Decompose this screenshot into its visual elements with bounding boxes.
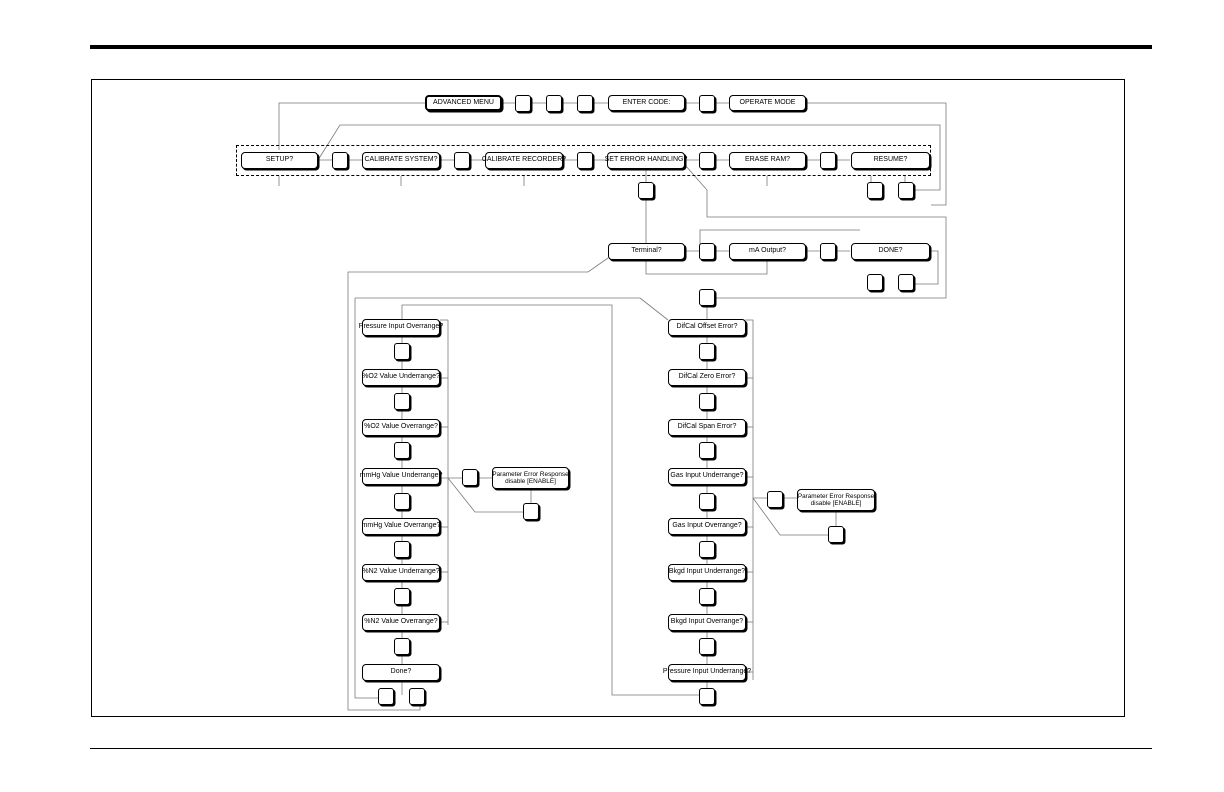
key-button[interactable] [699, 541, 715, 558]
ma-output-box: mA Output? [729, 243, 806, 260]
key-button[interactable] [699, 493, 715, 510]
left-item: mmHg Value Underrange? [360, 468, 442, 485]
right-item: Gas Input Underrange? [668, 468, 746, 485]
key-button[interactable] [394, 442, 410, 459]
calibrate-recorder-box: CALIBRATE RECORDER? [482, 152, 566, 169]
key-button[interactable] [820, 243, 836, 260]
key-button[interactable] [699, 442, 715, 459]
key-button[interactable] [462, 469, 478, 486]
key-button[interactable] [699, 289, 715, 306]
key-button[interactable] [867, 182, 883, 199]
terminal-box: Terminal? [608, 243, 685, 260]
key-button[interactable] [828, 526, 844, 543]
left-item: mmHg Value Overrange? [362, 518, 440, 535]
done-box: DONE? [851, 243, 930, 260]
resume-box: RESUME? [851, 152, 930, 169]
key-button[interactable] [699, 243, 715, 260]
right-item: Bkgd Input Overrange? [668, 614, 746, 631]
set-error-handling-box: SET ERROR HANDLING? [605, 152, 687, 169]
key-button[interactable] [394, 343, 410, 360]
key-button[interactable] [577, 95, 593, 112]
key-button[interactable] [898, 182, 914, 199]
key-button[interactable] [394, 541, 410, 558]
right-item: Pressure Input Underrange? [663, 664, 751, 681]
right-item: DifCal Offset Error? [668, 319, 746, 336]
left-item: %N2 Value Overrange? [362, 614, 440, 631]
key-button[interactable] [378, 688, 394, 705]
key-button[interactable] [820, 152, 836, 169]
parameter-response-label: Parameter Error Response [492, 470, 569, 478]
right-item: Gas Input Overrange? [668, 518, 746, 535]
setup-box: SETUP? [241, 152, 318, 169]
key-button[interactable] [332, 152, 348, 169]
left-item: Pressure Input Overrange? [359, 319, 443, 336]
key-button[interactable] [409, 688, 425, 705]
key-button[interactable] [767, 491, 783, 508]
key-button[interactable] [515, 95, 531, 112]
key-button[interactable] [638, 182, 654, 199]
right-item: Bkgd Input Underrange? [668, 564, 746, 581]
header-rule [90, 45, 1152, 49]
key-button[interactable] [699, 95, 715, 112]
parameter-response-options: disable [ENABLE] [810, 500, 862, 507]
left-item: %O2 Value Overrange? [362, 419, 440, 436]
key-button[interactable] [394, 638, 410, 655]
main-menu-group [236, 145, 931, 176]
key-button[interactable] [394, 588, 410, 605]
figure-frame [91, 79, 1125, 717]
left-item: Done? [362, 664, 440, 681]
key-button[interactable] [699, 588, 715, 605]
erase-ram-box: ERASE RAM? [729, 152, 806, 169]
key-button[interactable] [699, 152, 715, 169]
advanced-menu-box: ADVANCED MENU [425, 95, 502, 111]
key-button[interactable] [699, 688, 715, 705]
key-button[interactable] [454, 152, 470, 169]
key-button[interactable] [394, 493, 410, 510]
right-item: DifCal Span Error? [668, 419, 746, 436]
enter-code-box: ENTER CODE: [608, 95, 685, 111]
key-button[interactable] [898, 274, 914, 291]
left-item: %O2 Value Underrange? [362, 369, 440, 386]
key-button[interactable] [394, 393, 410, 410]
right-item: DifCal Zero Error? [668, 369, 746, 386]
key-button[interactable] [523, 503, 539, 520]
parameter-response-options: disable [ENABLE] [505, 478, 556, 485]
parameter-response-label: Parameter Error Response [797, 492, 875, 500]
footer-rule [90, 748, 1152, 749]
key-button[interactable] [577, 152, 593, 169]
left-item: %N2 Value Underrange? [362, 564, 440, 581]
key-button[interactable] [699, 393, 715, 410]
operate-mode-box: OPERATE MODE [729, 95, 806, 111]
parameter-response-box: Parameter Error Response disable [ENABLE… [492, 467, 569, 489]
key-button[interactable] [546, 95, 562, 112]
key-button[interactable] [699, 638, 715, 655]
key-button[interactable] [699, 343, 715, 360]
calibrate-system-box: CALIBRATE SYSTEM? [362, 152, 440, 169]
key-button[interactable] [867, 274, 883, 291]
parameter-response-box: Parameter Error Response disable [ENABLE… [797, 489, 875, 511]
